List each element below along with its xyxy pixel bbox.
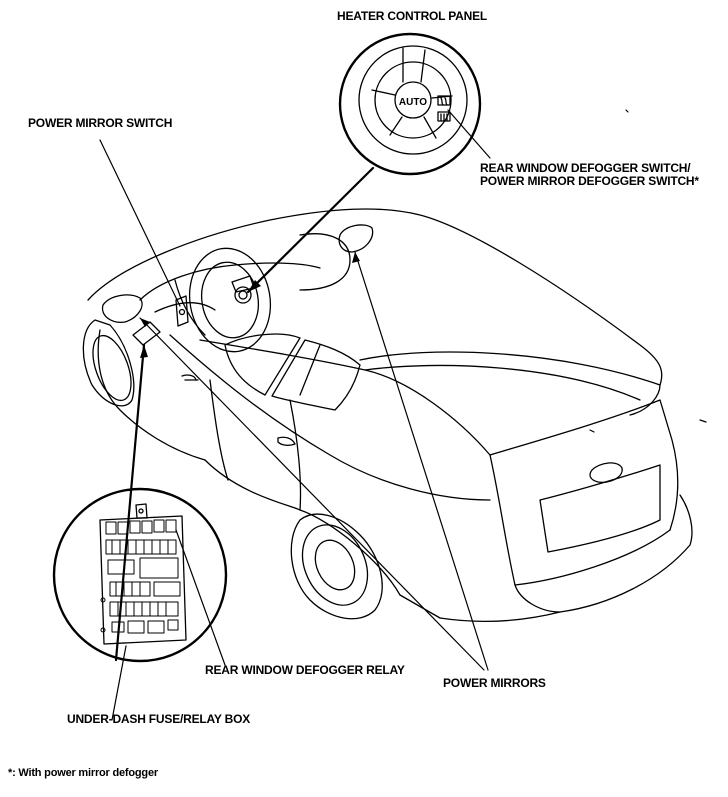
label-heater-control-panel: HEATER CONTROL PANEL (337, 9, 488, 23)
label-power-mirrors: POWER MIRRORS (443, 676, 546, 690)
power-mirror-left-leader (139, 317, 485, 671)
relay-label-leader (175, 529, 226, 666)
power-mirror-switch-leader (99, 139, 181, 307)
fuse-box-detail (52, 487, 228, 663)
label-under-dash-fuse-relay-box: UNDER-DASH FUSE/RELAY BOX (67, 712, 251, 726)
heater-panel-leader (246, 166, 375, 294)
under-dash-label-leader (111, 645, 127, 721)
car-body (82, 208, 693, 622)
fuse-box-leader (114, 343, 146, 662)
footnote: *: With power mirror defogger (8, 767, 158, 779)
label-rear-defogger-switch-line1: REAR WINDOW DEFOGGER SWITCH/ (480, 161, 691, 175)
auto-button-label: AUTO (399, 97, 427, 108)
label-power-mirror-switch: POWER MIRROR SWITCH (28, 116, 173, 130)
leader-arrowheads (140, 252, 360, 358)
label-rear-window-defogger-relay: REAR WINDOW DEFOGGER RELAY (205, 663, 405, 677)
power-mirror-right-leader (354, 251, 489, 671)
leader-lines (99, 109, 707, 721)
defogger-switch-leader (447, 109, 491, 159)
heater-panel-detail: AUTO (338, 32, 482, 176)
label-rear-defogger-switch-line2: POWER MIRROR DEFOGGER SWITCH* (480, 174, 699, 188)
